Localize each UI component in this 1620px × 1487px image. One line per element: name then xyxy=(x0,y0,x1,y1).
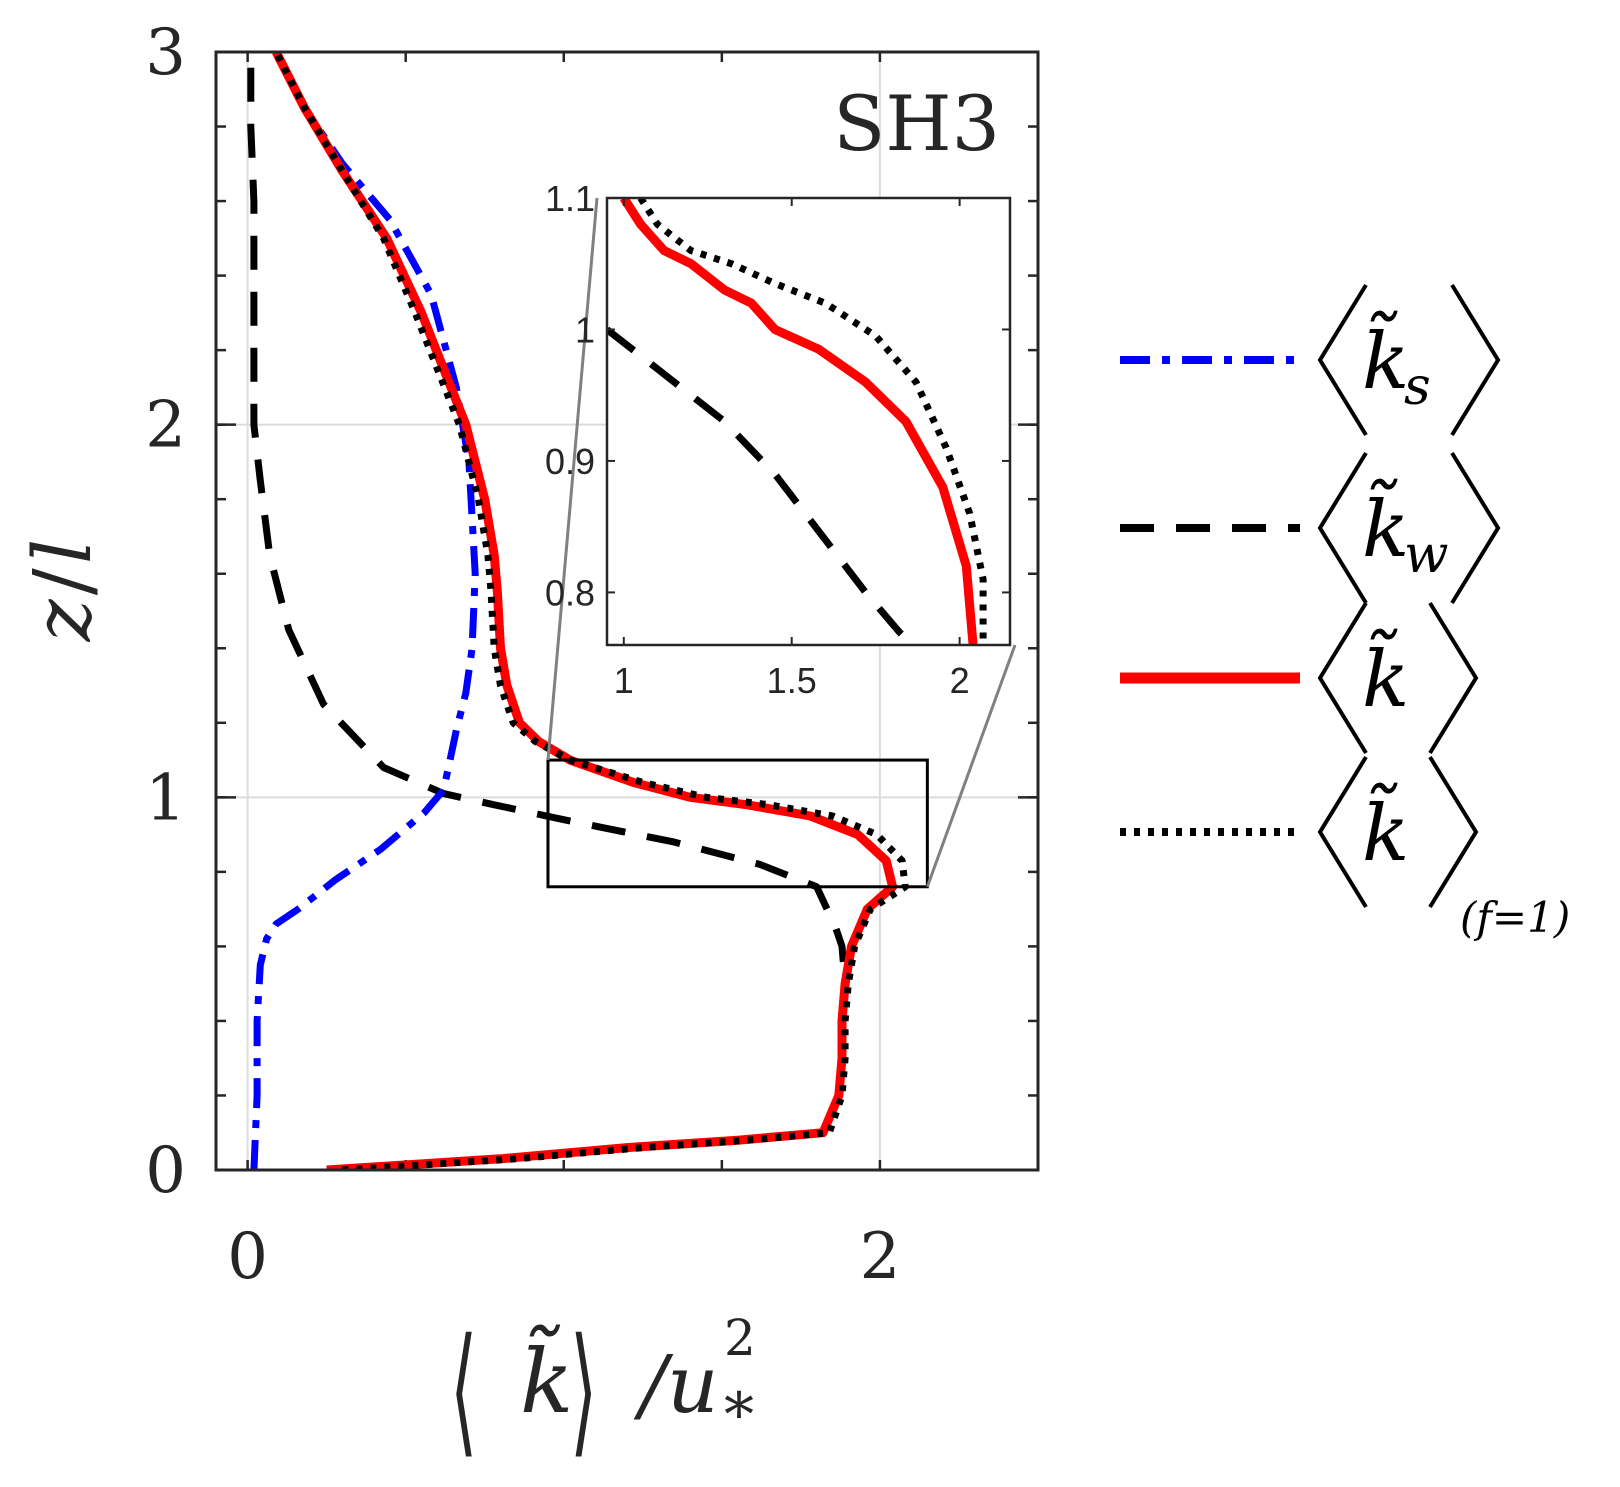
legend-bracket-right xyxy=(1428,755,1479,909)
y-label-l: l xyxy=(16,539,109,565)
inset-plot-area xyxy=(607,198,1010,645)
legend-bracket-left xyxy=(1317,283,1368,437)
inset-y-tick-label: 1 xyxy=(575,309,595,350)
x-label-subscript: * xyxy=(724,1380,754,1450)
legend-symbol: k̃ xyxy=(1362,310,1409,407)
x-label-symbol: k̃ xyxy=(520,1325,573,1433)
x-tick-label: 0 xyxy=(227,1220,268,1294)
x-label-superscript: 2 xyxy=(724,1309,756,1367)
y-axis-label: z / l xyxy=(16,539,109,643)
inset-ytick-labels: 0.8 0.9 1 1.1 xyxy=(545,178,595,613)
legend-subscript: w xyxy=(1404,525,1449,585)
series-line-ks xyxy=(250,52,479,1170)
main-ytick-labels: 0 1 2 3 xyxy=(145,16,186,1208)
y-tick-label: 2 xyxy=(145,389,186,463)
y-tick-label: 0 xyxy=(145,1134,186,1208)
x-label-bracket-left: ⟨ xyxy=(450,1309,477,1472)
series-line-k xyxy=(272,52,898,1170)
y-label-slash: / xyxy=(16,568,109,595)
inset-axes-border xyxy=(605,196,1012,647)
zoom-box xyxy=(546,758,929,889)
legend-symbol: k̃ xyxy=(1362,478,1409,575)
inset-series-line-k xyxy=(620,198,978,645)
legend-item-kf1: k̃ (f=1) xyxy=(1120,755,1570,942)
legend: k̃sk̃wk̃k̃(f=1) xyxy=(1120,283,1570,942)
y-tick-label: 1 xyxy=(145,761,186,835)
legend-subscript: (f=1) xyxy=(1460,893,1570,942)
inset-ticks xyxy=(607,197,1010,645)
legend-bracket-left xyxy=(1317,755,1368,909)
inset-x-tick-label: 1.5 xyxy=(767,660,817,701)
inset-y-tick-label: 0.8 xyxy=(545,572,595,613)
legend-subscript: s xyxy=(1404,357,1431,417)
x-label-slash-u: /u xyxy=(633,1338,718,1431)
inset-x-tick-label: 1 xyxy=(614,660,634,701)
legend-bracket-right xyxy=(1428,601,1479,755)
inset-y-tick-label: 1.1 xyxy=(545,178,595,219)
legend-item-ks: k̃s xyxy=(1120,283,1501,437)
inset-series-group xyxy=(607,198,987,645)
inset-x-tick-label: 2 xyxy=(950,660,970,701)
series-line-kf1 xyxy=(272,52,909,1170)
svg-text:z/l: z / l xyxy=(16,539,109,643)
zoom-indicator xyxy=(546,197,1017,889)
legend-item-kw: k̃w xyxy=(1120,451,1501,605)
x-axis-label: ⟨ k̃ ⟩ /u 2 * xyxy=(450,1309,756,1472)
svg-text:/u: /u xyxy=(633,1338,718,1431)
x-label-bracket-right: ⟩ xyxy=(570,1309,597,1472)
zoom-connector-top xyxy=(546,197,599,761)
legend-bracket-left xyxy=(1317,451,1368,605)
legend-item-k: k̃ xyxy=(1120,601,1479,755)
x-tick-label: 2 xyxy=(860,1220,901,1294)
inset-y-tick-label: 0.9 xyxy=(545,441,595,482)
legend-symbol: k̃ xyxy=(1362,628,1409,725)
legend-bracket-right xyxy=(1450,451,1501,605)
main-axes-border xyxy=(214,50,1040,1172)
y-tick-label: 3 xyxy=(145,16,186,90)
legend-bracket-right xyxy=(1450,283,1501,437)
legend-bracket-left xyxy=(1317,601,1368,755)
inset-series-line-kf1 xyxy=(637,198,987,645)
legend-symbol: k̃ xyxy=(1362,782,1409,879)
panel-label: SH3 xyxy=(833,79,1000,168)
y-label-z: z xyxy=(16,598,109,642)
zoom-connector-bottom xyxy=(925,644,1017,888)
inset-series-line-kw xyxy=(607,326,916,645)
main-series-group xyxy=(247,52,909,1170)
